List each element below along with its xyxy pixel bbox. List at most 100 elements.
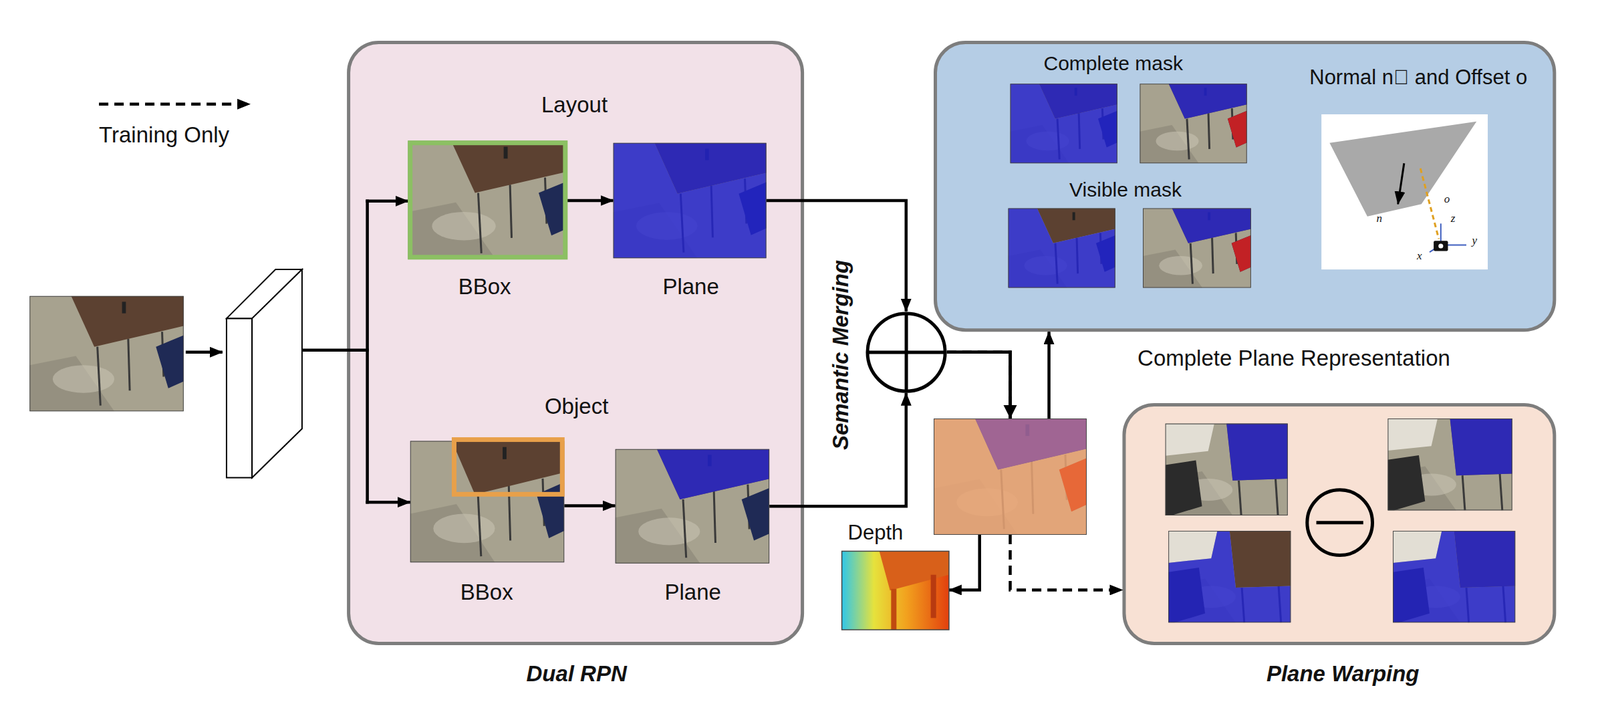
mask-overlay <box>654 143 766 194</box>
figure-label: y <box>1471 234 1478 248</box>
floor <box>410 441 565 563</box>
node-label: Plane <box>664 579 721 605</box>
node-label: Plane <box>662 274 719 300</box>
normal-arrow <box>1398 163 1405 204</box>
plane-patch <box>1329 121 1477 217</box>
table-top <box>451 141 568 194</box>
node-label: Object <box>544 393 609 420</box>
panel-fill <box>1124 405 1555 644</box>
photo-border <box>1392 530 1516 623</box>
connector <box>567 199 614 203</box>
table-leg <box>683 499 687 558</box>
floor <box>1142 207 1252 288</box>
static-arrow <box>98 102 250 106</box>
table-leg <box>1208 112 1210 150</box>
chair <box>1165 460 1203 516</box>
node-label: Normal n⃗ and Offset o <box>1309 65 1528 90</box>
table-top <box>1454 530 1516 588</box>
paper <box>1392 530 1442 563</box>
floor-highlight <box>433 513 495 544</box>
floor-shadow <box>615 508 701 564</box>
figure-label: n⃗ <box>1376 211 1391 225</box>
legend-text: Training Only <box>98 122 230 147</box>
floor <box>1168 530 1291 623</box>
static-arrow <box>185 350 223 354</box>
panel-fill <box>935 42 1555 331</box>
object-plane-thumb: Plane <box>615 449 770 564</box>
table-leg <box>713 491 716 543</box>
semantic-merge-op: Semantic Merging <box>865 311 948 393</box>
photo-thumbnail <box>1139 83 1247 164</box>
static-arrow <box>365 199 408 204</box>
table-leg <box>1499 473 1503 510</box>
mask-overlay <box>656 449 770 500</box>
floor <box>1139 83 1247 164</box>
mask-overlay <box>1059 457 1087 512</box>
floor-highlight <box>638 517 700 545</box>
floor <box>408 141 568 260</box>
photo-thumbnail <box>1142 207 1252 288</box>
node-label: Complete Plane Representation <box>1137 345 1451 371</box>
camera-body <box>1433 240 1448 251</box>
mask-overlay <box>1168 83 1248 119</box>
floor <box>615 449 770 564</box>
minus-circle <box>1307 489 1373 556</box>
photo-border <box>1142 207 1252 288</box>
floor <box>613 143 767 259</box>
photo-border <box>410 441 565 563</box>
mask-overlay <box>1007 207 1115 288</box>
depth-image <box>842 550 950 630</box>
camera-lens <box>1437 242 1444 249</box>
mask-overlay <box>975 418 1087 470</box>
floor-shadow <box>408 202 496 260</box>
mask-overlay <box>1392 530 1516 623</box>
static-arrow <box>302 348 369 352</box>
photo-thumbnail <box>1392 530 1516 623</box>
table-leg <box>1212 237 1214 275</box>
mask-overlay <box>1172 207 1252 243</box>
static-arrow <box>365 199 369 504</box>
table-leg <box>97 346 101 406</box>
mask-overlay <box>1039 83 1118 119</box>
mask-overlay <box>1010 83 1118 164</box>
table-leg <box>477 193 482 254</box>
figure-label: z <box>1450 211 1456 225</box>
floor <box>1007 207 1115 288</box>
photo-thumbnail <box>1007 207 1115 288</box>
photo-border <box>933 418 1087 535</box>
table-top <box>1450 418 1513 476</box>
photo-border <box>613 143 767 259</box>
layout-bbox-thumb: BBox <box>408 141 568 260</box>
mask-overlay <box>1450 418 1513 476</box>
connector <box>564 503 615 508</box>
photo-border <box>1007 207 1115 288</box>
floor-highlight <box>1158 255 1203 276</box>
mask-overlay <box>1168 530 1291 623</box>
bbox-frame <box>453 439 563 495</box>
floor-shadow <box>29 355 115 412</box>
photo-thumbnail <box>1387 418 1512 510</box>
merge-cross <box>904 313 908 391</box>
object-bbox-thumb: BBox <box>410 441 565 563</box>
node-label: BBox <box>460 579 514 605</box>
floor <box>1165 423 1288 516</box>
chair <box>741 487 770 541</box>
panel-fill <box>348 42 803 644</box>
table-leg <box>1190 243 1193 285</box>
photo-thumbnail <box>29 296 184 412</box>
figure-label: x <box>1416 249 1423 263</box>
photo-thumbnail <box>1165 423 1288 516</box>
encoder-side <box>251 269 303 478</box>
merge-circle-svg <box>865 311 948 393</box>
floor <box>933 418 1087 535</box>
photo-border <box>615 449 770 564</box>
node-label: Depth <box>848 520 904 545</box>
depth-leg <box>930 574 937 619</box>
table-leg <box>1239 480 1242 516</box>
bottle <box>503 147 508 160</box>
plane-warping-panel: Plane Warping <box>1122 403 1556 645</box>
depth-field <box>842 550 950 630</box>
photo-border <box>1139 83 1247 164</box>
table-top <box>1226 423 1288 481</box>
depth-map: Depth <box>842 550 950 630</box>
